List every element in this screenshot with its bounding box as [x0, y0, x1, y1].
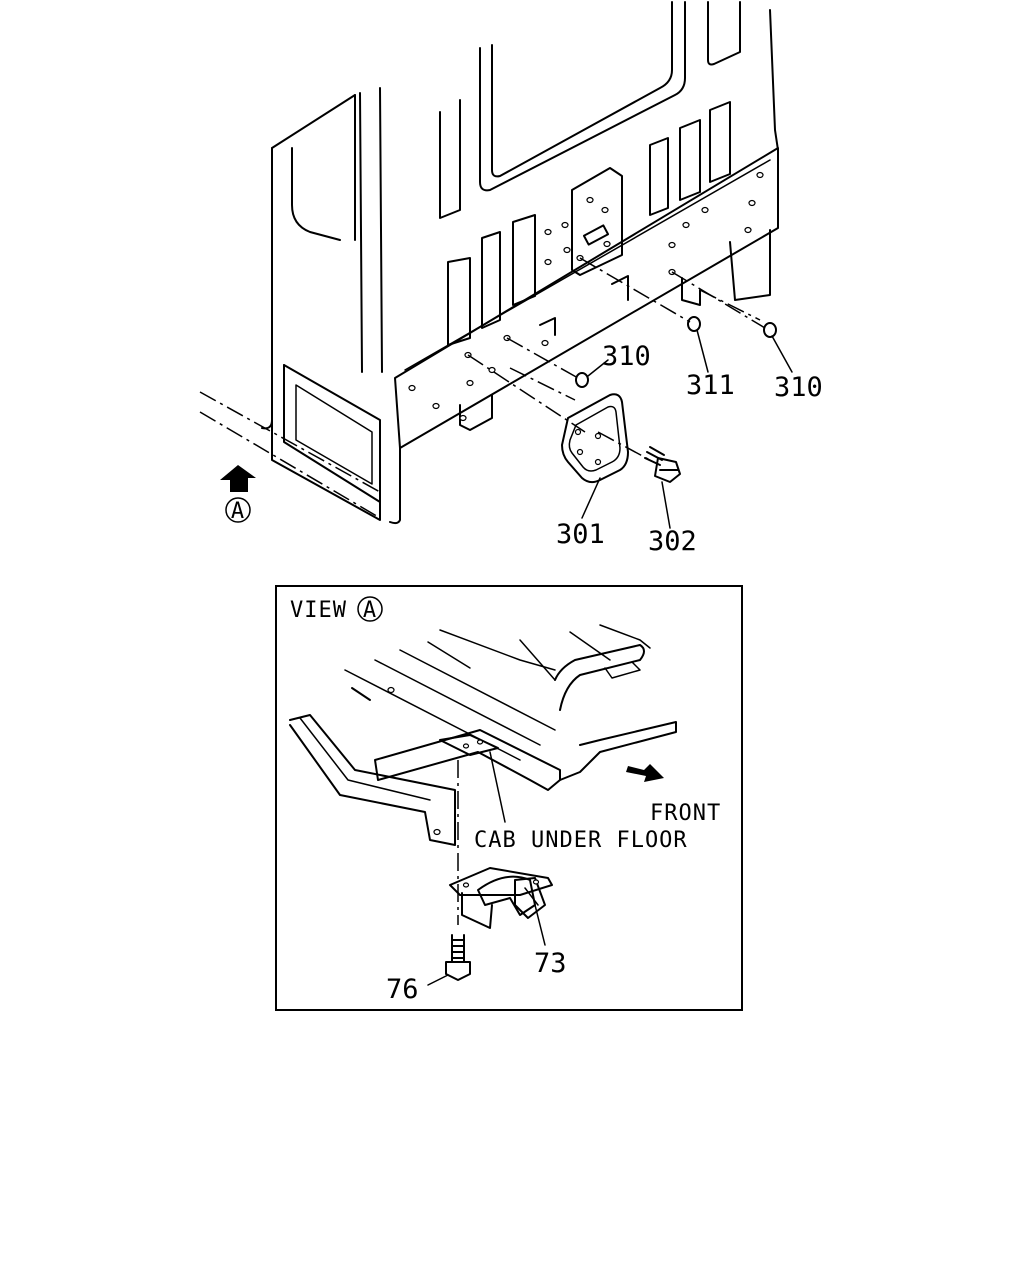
- callout-310-left: 310: [602, 341, 651, 372]
- leader-76: [427, 974, 449, 986]
- bolt-76: [445, 934, 471, 981]
- view-a-marker-letter: A: [231, 499, 245, 524]
- leader-lines-upper: [581, 329, 793, 529]
- cab-under-floor-leader: [489, 751, 506, 823]
- front-label: FRONT: [650, 801, 721, 826]
- washer-310-left: [575, 372, 589, 388]
- cab-under-floor-drawing: [289, 624, 677, 846]
- washer-310-right: [763, 322, 777, 338]
- washer-311: [687, 316, 701, 332]
- inset-title-marker: A: [363, 598, 377, 623]
- view-a-arrow: [220, 465, 256, 492]
- leader-73: [534, 904, 546, 946]
- cab-body-drawing: [199, 1, 779, 525]
- callout-311: 311: [686, 370, 735, 401]
- bolt-302: [644, 446, 681, 483]
- view-a-marker: A: [225, 497, 251, 524]
- callout-76: 76: [386, 974, 419, 1005]
- inset-title: VIEW A: [290, 596, 383, 623]
- exploded-guide-lines: [467, 257, 766, 461]
- front-arrow: [626, 764, 664, 782]
- inset-frame: [275, 585, 743, 1011]
- callout-302: 302: [648, 526, 697, 557]
- bracket-301: [561, 393, 629, 484]
- cab-under-floor-label: CAB UNDER FLOOR: [474, 828, 688, 853]
- callout-301: 301: [556, 519, 605, 550]
- callout-310-right: 310: [774, 372, 823, 403]
- callout-73: 73: [534, 948, 567, 979]
- mount-73: [449, 867, 553, 929]
- inset-title-text: VIEW: [290, 598, 347, 623]
